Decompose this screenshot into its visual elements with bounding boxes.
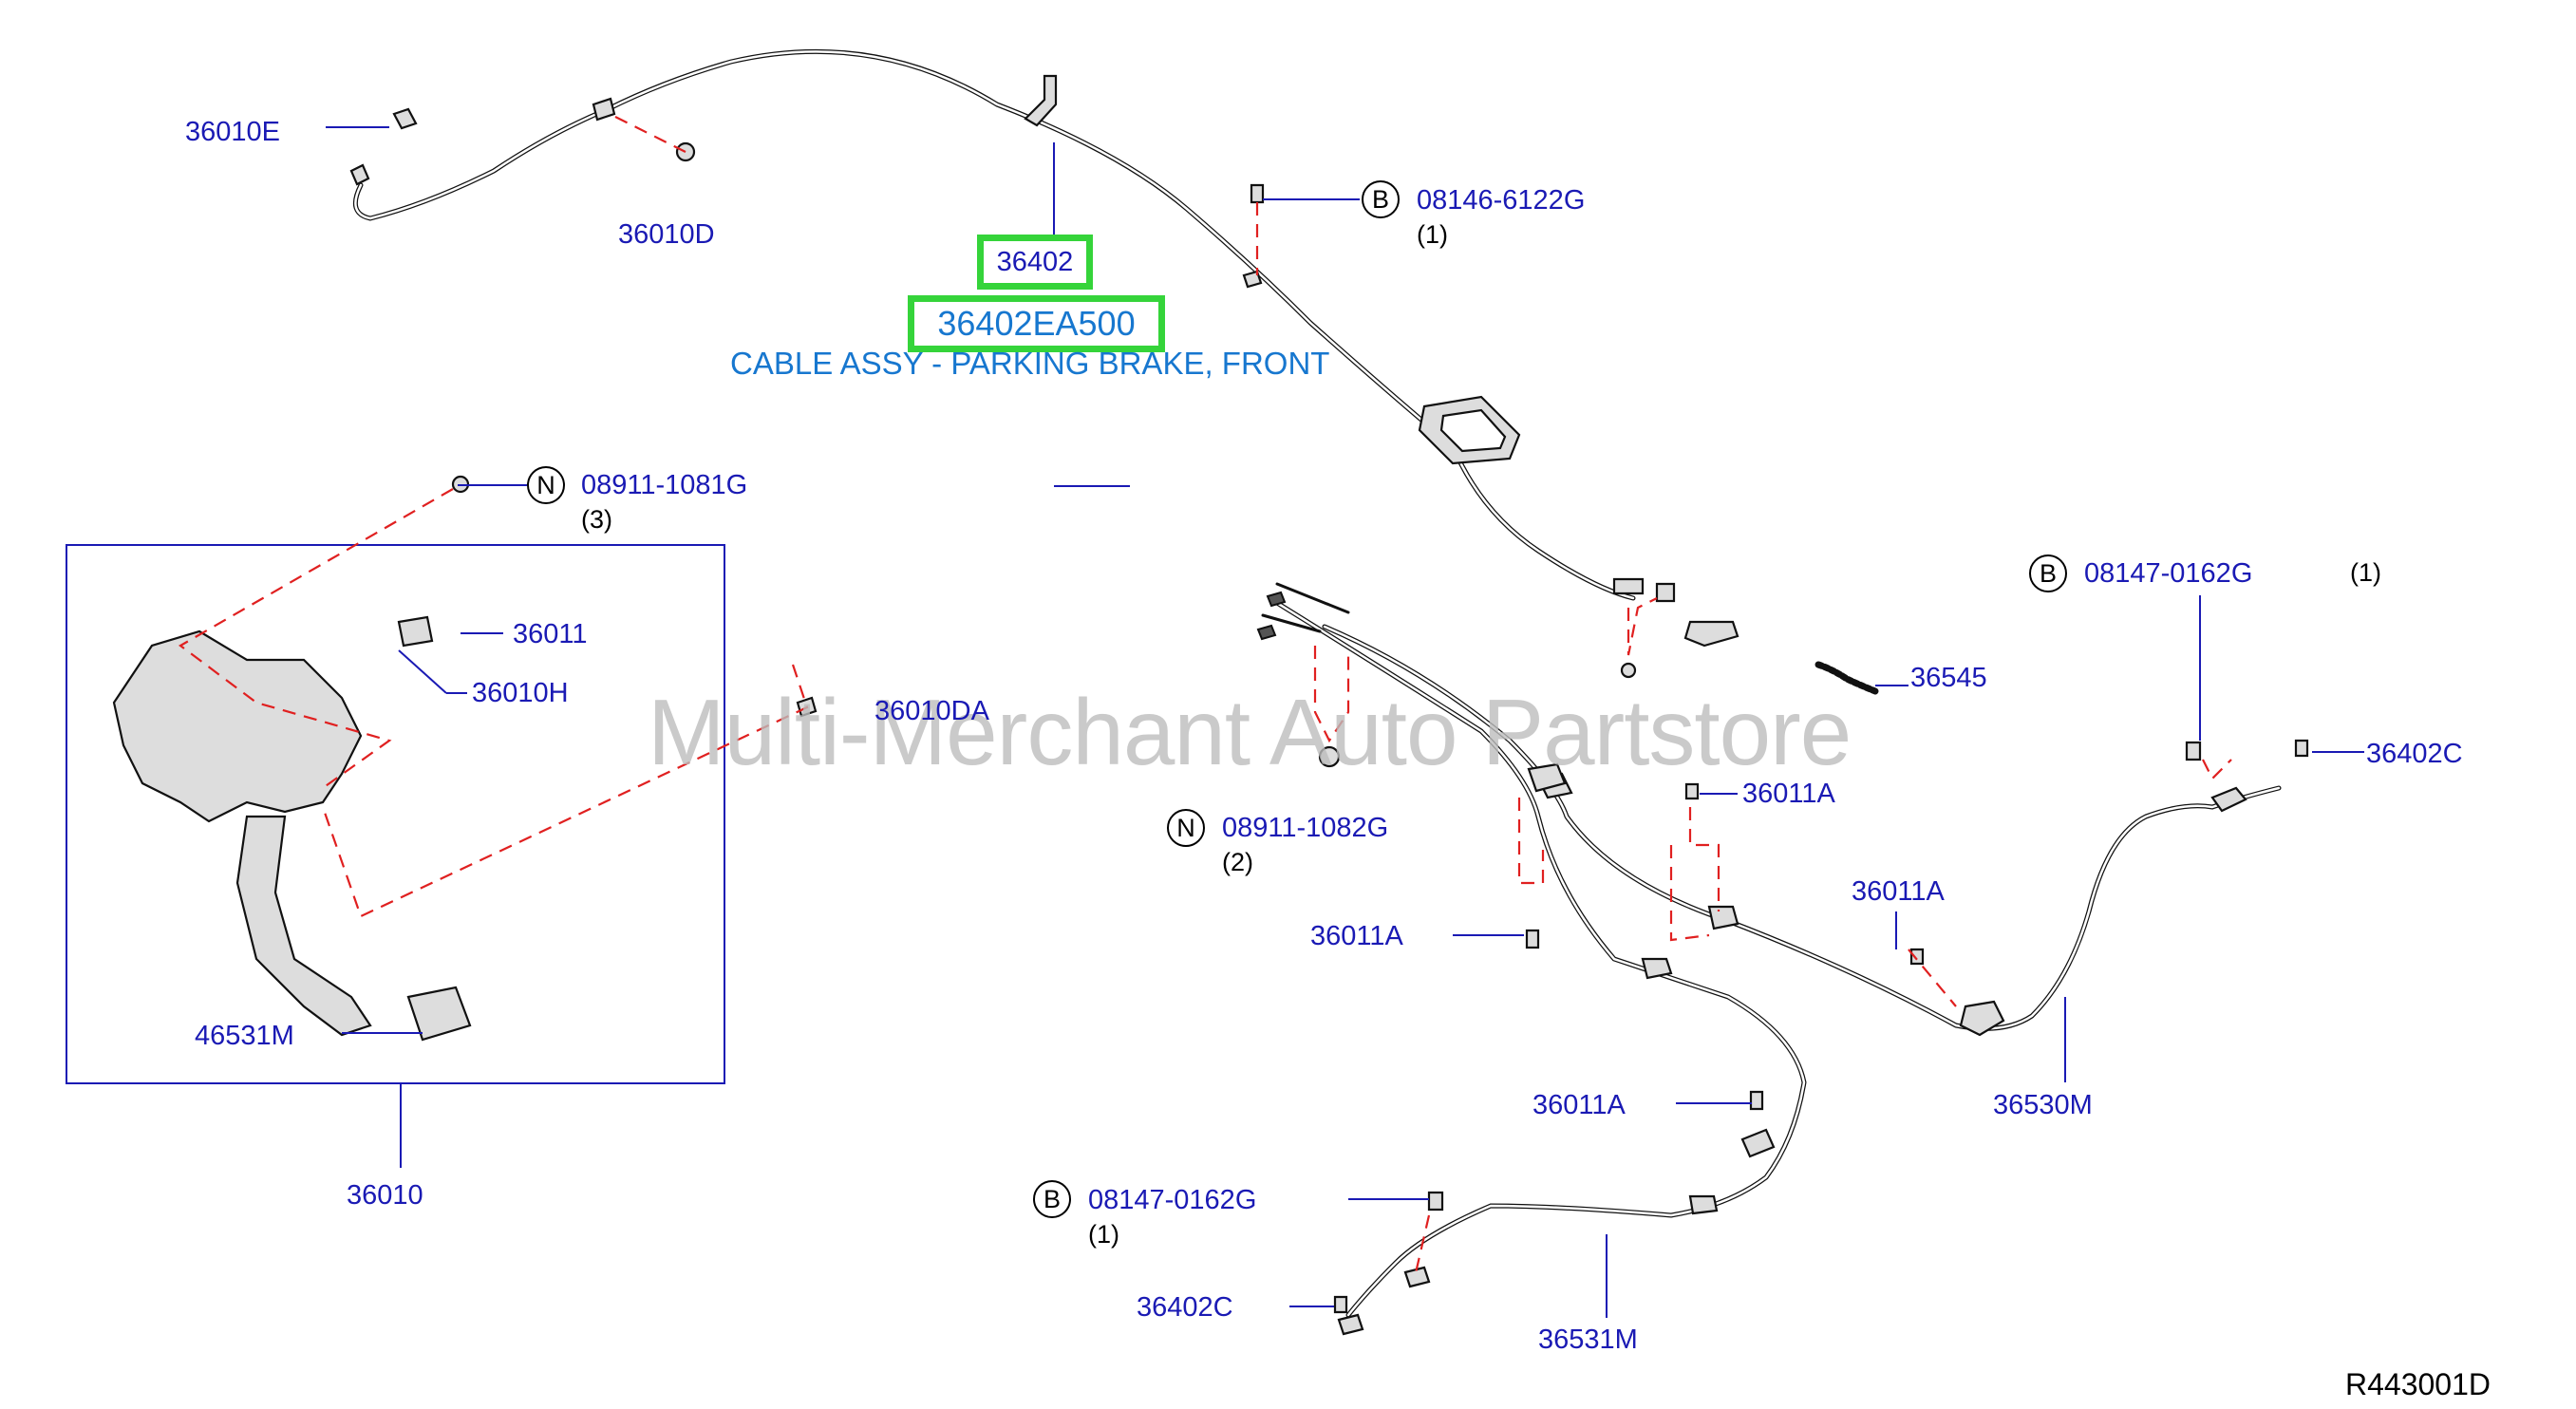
label-36010D[interactable]: 36010D	[618, 219, 715, 250]
qty-08147-0162G-bottom: (1)	[1088, 1220, 1119, 1249]
small-parts	[392, 107, 2309, 1314]
part-description: CABLE ASSY - PARKING BRAKE, FRONT	[730, 346, 1330, 381]
badge-b-08146: B	[1362, 180, 1400, 218]
pedal-frame	[66, 544, 725, 1084]
highlighted-part-number[interactable]: 36402EA500	[908, 295, 1165, 352]
label-08911-1082G[interactable]: 08911-1082G	[1222, 813, 1389, 843]
label-36402C-right[interactable]: 36402C	[2366, 739, 2463, 769]
label-36530M[interactable]: 36530M	[1993, 1090, 2093, 1120]
badge-b-08147-bottom: B	[1033, 1180, 1071, 1218]
qty-08911-1081G: (3)	[581, 505, 612, 534]
label-36010E[interactable]: 36010E	[185, 117, 280, 147]
front-cable	[349, 48, 1739, 648]
leader-lines	[326, 126, 2364, 1318]
rear-cable-left	[1256, 582, 1807, 1336]
label-36545[interactable]: 36545	[1910, 663, 1987, 693]
label-36011A-4[interactable]: 36011A	[1532, 1090, 1626, 1120]
highlighted-part-code[interactable]: 36402	[977, 235, 1093, 290]
label-36402C-bottom[interactable]: 36402C	[1137, 1292, 1233, 1323]
label-36010DA[interactable]: 36010DA	[874, 696, 989, 726]
badge-b-08147-right: B	[2029, 554, 2067, 592]
diagram-id: R443001D	[2345, 1367, 2491, 1401]
highlighted-part-number-text: 36402EA500	[937, 304, 1136, 343]
pedal-assembly	[112, 615, 818, 1042]
label-36011A-1[interactable]: 36011A	[1742, 779, 1835, 809]
rear-cable-right	[1322, 624, 2282, 1037]
qty-08911-1082G: (2)	[1222, 848, 1253, 876]
qty-08146-6122G: (1)	[1417, 220, 1448, 249]
watermark: Multi-Merchant Auto Partstore	[648, 680, 1852, 784]
label-36011[interactable]: 36011	[513, 619, 588, 649]
label-08147-0162G-right[interactable]: 08147-0162G	[2084, 558, 2253, 589]
label-36531M[interactable]: 36531M	[1538, 1324, 1638, 1355]
highlighted-part-code-text: 36402	[996, 246, 1074, 277]
badge-n-08911-1081: N	[527, 466, 565, 504]
badge-n-08911-1082: N	[1167, 809, 1205, 847]
label-46531M[interactable]: 46531M	[195, 1021, 294, 1051]
dashed-leaders	[179, 116, 2232, 1278]
label-36011A-2[interactable]: 36011A	[1310, 921, 1403, 951]
label-36010H[interactable]: 36010H	[472, 678, 569, 708]
label-08911-1081G[interactable]: 08911-1081G	[581, 470, 748, 500]
label-36010[interactable]: 36010	[347, 1180, 423, 1211]
spring-36545	[1814, 661, 1879, 695]
label-08147-0162G-bottom[interactable]: 08147-0162G	[1088, 1185, 1257, 1215]
label-36011A-3[interactable]: 36011A	[1852, 876, 1945, 907]
label-08146-6122G[interactable]: 08146-6122G	[1417, 185, 1586, 216]
qty-08147-0162G-right: (1)	[2350, 558, 2381, 587]
